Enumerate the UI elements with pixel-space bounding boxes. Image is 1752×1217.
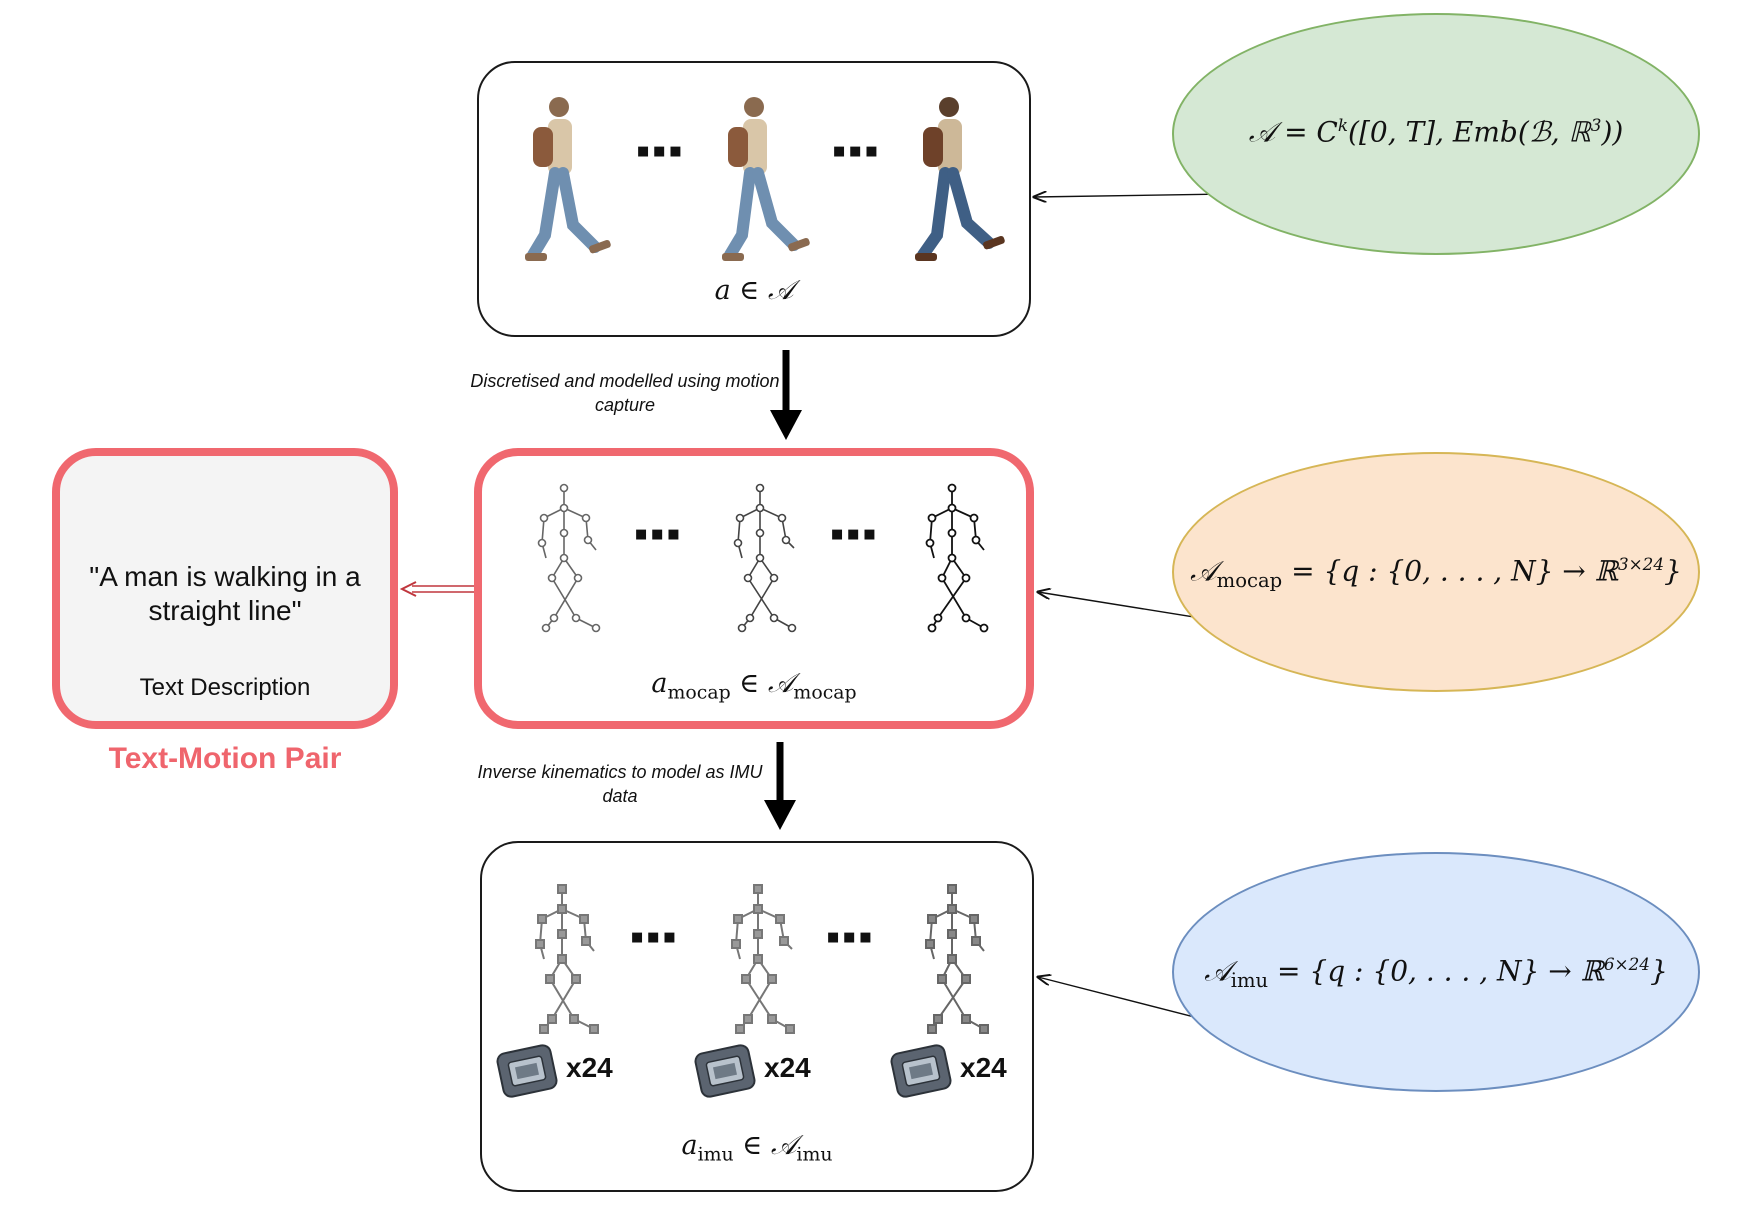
text-description-caption: Text Description <box>139 674 311 701</box>
ellipsis-dots: ▪▪▪ <box>636 129 685 173</box>
imu-chip-icon <box>694 1044 756 1098</box>
ellipsis-dots: ▪▪▪ <box>832 129 881 173</box>
ellipsis-dots: ▪▪▪ <box>630 915 679 959</box>
continuous-action-label: a ∈ 𝒜 <box>714 275 794 306</box>
skeleton-icon-1 <box>537 483 601 633</box>
imu-count-label: x24 <box>764 1052 811 1083</box>
imu-skeleton-frames <box>535 884 989 1034</box>
imu-action-label: aimu ∈ 𝒜imu <box>681 1130 833 1166</box>
imu-skeleton-icon-2 <box>731 884 795 1034</box>
step-inverse-kinematics-label: Inverse kinematics to model as IMU data <box>477 762 763 806</box>
mocap-skeleton-frames <box>537 483 989 633</box>
imu-count-label: x24 <box>566 1052 613 1083</box>
down-arrow-1 <box>770 350 802 440</box>
ellipsis-dots: ▪▪▪ <box>830 512 879 556</box>
imu-chip-icon <box>496 1044 558 1098</box>
mocap-action-label: amocap ∈ 𝒜mocap <box>651 668 857 704</box>
imu-count-label: x24 <box>960 1052 1007 1083</box>
imu-skeleton-icon-1 <box>535 884 599 1034</box>
continuous-space-ellipse: 𝒜 = Ck([0, T], Emb(ℬ, ℝ3)) <box>1172 13 1700 255</box>
continuous-action-box: ▪▪▪ ▪▪▪ <box>477 61 1031 337</box>
text-description-quote: "A man is walking in a straight line" <box>89 561 361 626</box>
walking-person-icon-3 <box>915 97 1005 261</box>
skeleton-icon-2 <box>733 483 797 633</box>
pair-arrow <box>399 581 478 597</box>
walking-person-frames <box>525 97 1005 261</box>
imu-chip-icon <box>890 1044 952 1098</box>
imu-skeleton-icon-3 <box>925 884 989 1034</box>
imu-space-formula: 𝒜imu = {q : {0, . . . , N} → ℝ6×24} <box>1204 954 1668 992</box>
ellipsis-dots: ▪▪▪ <box>634 512 683 556</box>
walking-person-icon-1 <box>525 97 611 261</box>
walking-person-icon-2 <box>722 97 810 261</box>
text-description-box: "A man is walking in a straight line" Te… <box>52 448 398 729</box>
mocap-space-ellipse: 𝒜mocap = {q : {0, . . . , N} → ℝ3×24} <box>1172 452 1700 692</box>
ellipsis-dots: ▪▪▪ <box>826 915 875 959</box>
imu-space-ellipse: 𝒜imu = {q : {0, . . . , N} → ℝ6×24} <box>1172 852 1700 1092</box>
step-discretise-label: Discretised and modelled using motion ca… <box>470 371 780 415</box>
mocap-space-formula: 𝒜mocap = {q : {0, . . . , N} → ℝ3×24} <box>1190 554 1682 592</box>
imu-box: ▪▪▪ ▪▪▪ x24 x24 x24 <box>480 841 1034 1192</box>
continuous-space-formula: 𝒜 = Ck([0, T], Emb(ℬ, ℝ3)) <box>1248 115 1624 149</box>
text-motion-pair-label: Text-Motion Pair <box>108 742 342 775</box>
skeleton-icon-3 <box>925 483 989 633</box>
mocap-box: ▪▪▪ ▪▪▪ <box>474 448 1034 729</box>
down-arrow-2 <box>764 742 796 830</box>
